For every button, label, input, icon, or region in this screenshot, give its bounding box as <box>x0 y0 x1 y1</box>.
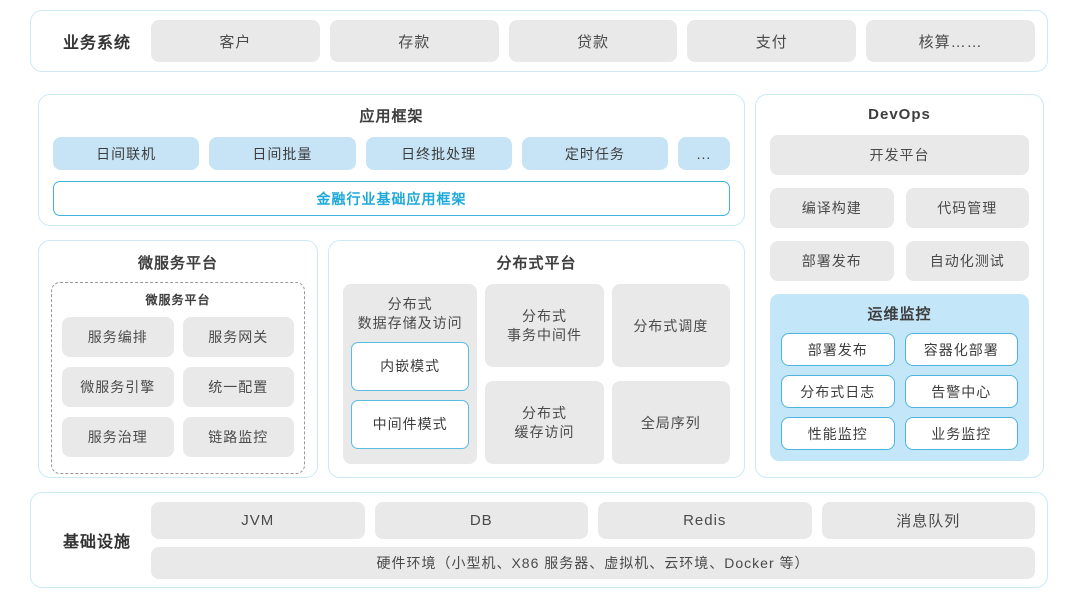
devops-title: DevOps <box>868 106 931 123</box>
business-item-deposit: 存款 <box>329 20 499 62</box>
infrastructure-panel: 基础设施 JVM DB Redis 消息队列 硬件环境（小型机、X86 服务器、… <box>30 492 1048 588</box>
microservice-inner-box: 微服务平台 服务编排 服务网关 微服务引擎 统一配置 服务治理 链路监控 <box>51 282 305 474</box>
micro-item-orchestration: 服务编排 <box>62 317 174 357</box>
business-systems-panel: 业务系统 客户 存款 贷款 支付 核算…… <box>30 10 1048 72</box>
appfw-item-eod-batch: 日终批处理 <box>365 137 512 170</box>
business-item-accounting: 核算…… <box>866 20 1035 62</box>
business-item-customer: 客户 <box>151 20 320 62</box>
micro-item-engine: 微服务引擎 <box>62 367 174 407</box>
app-framework-items: 日间联机 日间批量 日终批处理 定时任务 ... <box>53 137 730 170</box>
monitor-item-dist-log: 分布式日志 <box>781 375 895 408</box>
finance-base-framework: 金融行业基础应用框架 <box>53 181 730 216</box>
business-item-loan: 贷款 <box>508 20 678 62</box>
business-systems-items: 客户 存款 贷款 支付 核算…… <box>151 20 1035 62</box>
devops-item-deploy: 部署发布 <box>770 241 894 281</box>
monitor-item-biz-monitor: 业务监控 <box>904 417 1018 450</box>
micro-item-config: 统一配置 <box>182 367 294 407</box>
microservice-grid: 服务编排 服务网关 微服务引擎 统一配置 服务治理 链路监控 <box>62 317 294 457</box>
infrastructure-items: JVM DB Redis 消息队列 <box>151 501 1035 539</box>
monitor-item-container-deploy: 容器化部署 <box>904 333 1018 366</box>
ops-monitor-title: 运维监控 <box>867 306 932 323</box>
infrastructure-body: JVM DB Redis 消息队列 硬件环境（小型机、X86 服务器、虚拟机、云… <box>151 501 1035 579</box>
infra-item-redis: Redis <box>598 501 812 539</box>
infra-hardware-env: 硬件环境（小型机、X86 服务器、虚拟机、云环境、Docker 等） <box>151 546 1035 579</box>
distributed-columns: 分布式 数据存储及访问 内嵌模式 中间件模式 分布式 事务中间件 分布式 缓存访… <box>343 284 730 464</box>
app-framework-panel: 应用框架 日间联机 日间批量 日终批处理 定时任务 ... 金融行业基础应用框架 <box>38 94 745 226</box>
devops-dev-platform: 开发平台 <box>770 135 1029 175</box>
infra-item-db: DB <box>374 501 588 539</box>
business-item-payment: 支付 <box>687 20 857 62</box>
app-framework-title: 应用框架 <box>359 108 424 125</box>
devops-grid: 编译构建 代码管理 部署发布 自动化测试 <box>770 188 1029 281</box>
distributed-col-2: 分布式 事务中间件 分布式 缓存访问 <box>485 284 604 464</box>
microservice-title: 微服务平台 <box>137 255 218 272</box>
distributed-panel: 分布式平台 分布式 数据存储及访问 内嵌模式 中间件模式 分布式 事务中间件 分… <box>328 240 745 478</box>
micro-item-tracing: 链路监控 <box>182 417 294 457</box>
infra-item-jvm: JVM <box>151 501 365 539</box>
appfw-item-more: ... <box>678 137 730 170</box>
dist-item-cache-access: 分布式 缓存访问 <box>485 381 604 464</box>
dist-item-global-sequence: 全局序列 <box>611 381 730 464</box>
devops-item-code-mgmt: 代码管理 <box>905 188 1029 228</box>
dist-item-transaction-middleware: 分布式 事务中间件 <box>485 284 604 367</box>
devops-item-build: 编译构建 <box>770 188 894 228</box>
distributed-title: 分布式平台 <box>496 255 577 272</box>
distributed-storage-box: 分布式 数据存储及访问 内嵌模式 中间件模式 <box>343 284 478 464</box>
ops-monitor-panel: 运维监控 部署发布 容器化部署 分布式日志 告警中心 性能监控 业务监控 <box>770 294 1029 461</box>
monitor-item-perf-monitor: 性能监控 <box>781 417 895 450</box>
microservice-panel: 微服务平台 微服务平台 服务编排 服务网关 微服务引擎 统一配置 服务治理 链路… <box>38 240 318 478</box>
appfw-item-daytime-online: 日间联机 <box>53 137 200 170</box>
micro-item-gateway: 服务网关 <box>182 317 294 357</box>
appfw-item-scheduled-task: 定时任务 <box>521 137 668 170</box>
monitor-item-deploy: 部署发布 <box>781 333 895 366</box>
micro-item-governance: 服务治理 <box>62 417 174 457</box>
infrastructure-label: 基础设施 <box>62 534 131 551</box>
storage-mode-middleware: 中间件模式 <box>351 399 470 449</box>
infra-item-mq: 消息队列 <box>821 501 1035 539</box>
distributed-storage-label: 分布式 数据存储及访问 <box>357 296 463 331</box>
monitor-item-alert-center: 告警中心 <box>904 375 1018 408</box>
business-systems-label: 业务系统 <box>62 35 131 52</box>
devops-item-auto-test: 自动化测试 <box>905 241 1029 281</box>
ops-monitor-grid: 部署发布 容器化部署 分布式日志 告警中心 性能监控 业务监控 <box>781 333 1018 450</box>
dist-item-scheduling: 分布式调度 <box>611 284 730 367</box>
microservice-inner-title: 微服务平台 <box>145 293 211 307</box>
storage-mode-embedded: 内嵌模式 <box>351 341 470 391</box>
appfw-item-daytime-batch: 日间批量 <box>209 137 356 170</box>
devops-panel: DevOps 开发平台 编译构建 代码管理 部署发布 自动化测试 运维监控 部署… <box>755 94 1044 478</box>
distributed-col-3: 分布式调度 全局序列 <box>611 284 730 464</box>
